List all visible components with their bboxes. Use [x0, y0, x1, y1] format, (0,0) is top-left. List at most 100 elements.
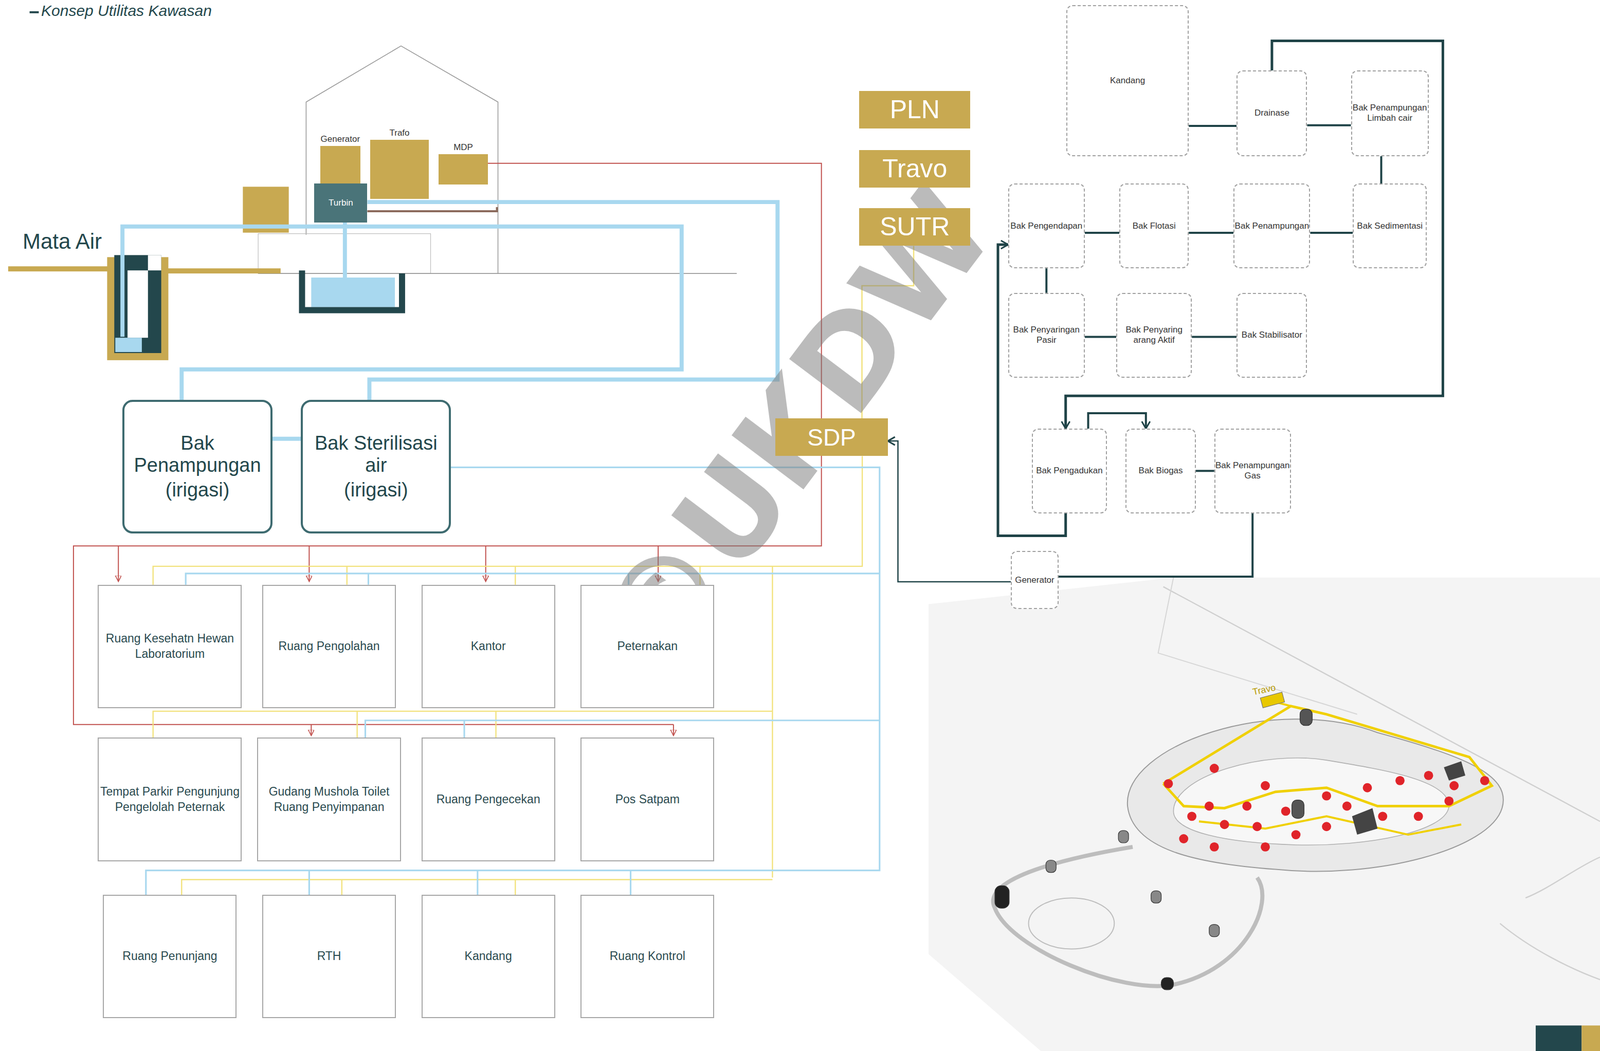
node-text: Bak Pengadukan	[1035, 465, 1103, 477]
water-pipe	[122, 202, 778, 400]
connector	[1306, 124, 1351, 127]
process-box: Bak Stabilisator	[1236, 293, 1307, 378]
node-text: Gudang Mushola Toilet Ruang Penyimpanan	[258, 784, 400, 816]
room-box: Pos Satpam	[580, 737, 715, 862]
node-text: Kantor	[470, 639, 506, 655]
power-box: SDP	[775, 418, 888, 457]
node-text: (irigasi)	[165, 479, 230, 502]
node-text: Tempat Parkir Pengunjung Pengelolah Pete…	[98, 784, 241, 816]
process-box: Bak Flotasi	[1119, 183, 1189, 269]
connector	[1058, 513, 1253, 577]
room-box: Ruang Kontrol	[580, 895, 715, 1019]
process-box: Drainase	[1236, 70, 1307, 157]
place-label: Mata Air	[22, 229, 102, 254]
room-box: Gudang Mushola Toilet Ruang Penyimpanan	[257, 737, 402, 862]
connector	[272, 437, 301, 442]
process-box: Bak Penyaring arang Aktif	[1116, 293, 1192, 378]
process-box: Bak Penampungan Limbah cair	[1351, 70, 1429, 157]
node-text: Ruang Kontrol	[609, 949, 686, 965]
node-text: Turbin	[328, 197, 354, 209]
node-text: Bak Sterilisasi air	[302, 432, 449, 478]
process-box: Bak Penampungan Gas	[1214, 428, 1292, 514]
room-box: Kandang	[421, 895, 556, 1019]
room-box: Ruang Pengecekan	[421, 737, 556, 862]
room-box: Tempat Parkir Pengunjung Pengelolah Pete…	[97, 737, 242, 862]
process-box: Bak Pengendapan	[1008, 183, 1085, 269]
site-plan	[928, 577, 1600, 1051]
node-text: Bak Penampungan	[124, 432, 271, 478]
node-text: Drainase	[1254, 107, 1290, 119]
node-text: Ruang Kesehatn Hewan Laboratorium	[98, 631, 241, 663]
turbine-wire	[367, 207, 497, 212]
page-tab	[1581, 1025, 1600, 1051]
process-box: Bak Pengadukan	[1031, 428, 1107, 514]
node-text: Kandang	[464, 949, 513, 965]
title-dash	[29, 11, 40, 14]
room-box: Kantor	[421, 585, 556, 709]
connector	[1310, 231, 1353, 234]
connector	[1191, 336, 1237, 339]
water-tank	[301, 270, 403, 311]
page-tab	[1535, 1025, 1582, 1051]
connector	[1088, 413, 1147, 429]
connector	[1188, 231, 1234, 234]
node-text: Bak Pengendapan	[1010, 221, 1083, 232]
node-text: (irigasi)	[343, 479, 409, 502]
connector	[1084, 336, 1117, 339]
node-text: SDP	[807, 425, 857, 450]
connector	[1188, 124, 1237, 127]
node-text: Pos Satpam	[615, 792, 680, 808]
power-box: SUTR	[859, 208, 971, 246]
node-text: Kandang	[1110, 75, 1145, 86]
tank-box: Bak Sterilisasi air(irigasi)	[300, 400, 451, 534]
process-box: Bak Penampungan	[1233, 183, 1311, 269]
room-box: RTH	[262, 895, 396, 1019]
node-text: Bak Biogas	[1138, 465, 1184, 477]
node-text: Bak Sedimentasi	[1356, 221, 1423, 232]
power-box: PLN	[859, 91, 971, 129]
node-text: Bak Penyaringan Pasir	[1009, 324, 1084, 347]
node-text: Bak Stabilisator	[1241, 330, 1303, 341]
node-text: Travo	[882, 155, 948, 183]
process-box: Bak Biogas	[1125, 428, 1196, 514]
turbine-box: Turbin	[314, 183, 368, 223]
node-text: PLN	[889, 96, 940, 124]
node-text: Bak Flotasi	[1132, 221, 1176, 232]
node-text: RTH	[317, 949, 342, 965]
node-text: Bak Penampungan Limbah cair	[1352, 102, 1428, 124]
room-box: Ruang Pengolahan	[262, 585, 396, 709]
process-box: Bak Penyaringan Pasir	[1008, 293, 1085, 378]
equipment-box: MDP	[438, 154, 488, 186]
equipment-label: Travo	[1251, 682, 1277, 699]
connector	[1045, 268, 1048, 294]
node-text: Ruang Pengolahan	[278, 639, 380, 655]
process-box: Generator	[1010, 551, 1059, 610]
node-text: Bak Penampungan Gas	[1215, 460, 1290, 482]
room-box: Ruang Penunjang	[102, 895, 237, 1019]
diagram-title: Konsep Utilitas Kawasan	[41, 2, 212, 20]
node-text: MDP	[453, 142, 474, 153]
node-text: Peternakan	[616, 639, 678, 655]
connector	[1084, 231, 1120, 234]
node-text: Generator	[1014, 575, 1055, 586]
tank-box: Bak Penampungan(irigasi)	[122, 400, 273, 534]
connector	[1380, 156, 1383, 185]
spring-well	[8, 255, 281, 361]
node-text: Trafo	[389, 128, 410, 139]
room-box: Peternakan	[580, 585, 715, 709]
node-text: Bak Penyaring arang Aktif	[1117, 324, 1191, 347]
connector	[887, 441, 1011, 583]
equipment-box: Trafo	[370, 139, 429, 199]
connector	[1195, 469, 1215, 472]
node-text: Generator	[320, 134, 361, 145]
process-box: Bak Sedimentasi	[1352, 183, 1427, 269]
power-box: Travo	[859, 150, 971, 188]
node-text: SUTR	[879, 213, 950, 241]
node-text: Ruang Penunjang	[122, 949, 217, 965]
node-text: Bak Penampungan	[1234, 221, 1310, 232]
node-text: Ruang Pengecekan	[436, 792, 541, 808]
process-box: Kandang	[1066, 5, 1189, 157]
equipment-box: Generator	[320, 146, 360, 184]
room-box: Ruang Kesehatn Hewan Laboratorium	[97, 585, 242, 709]
